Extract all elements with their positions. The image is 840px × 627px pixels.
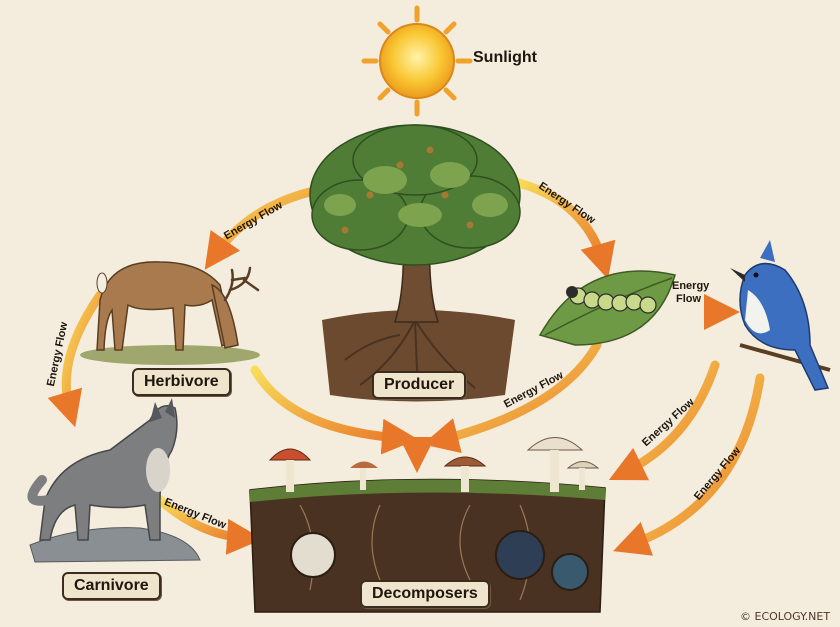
mushroom-icons: [268, 437, 600, 492]
decomposers-label: Decomposers: [360, 580, 490, 608]
energy-flow-label-caterpillar-bird-1: Energy: [672, 280, 710, 292]
arrow-bird-to-decomposers-1: [608, 360, 720, 481]
energy-flow-arrows: [47, 103, 765, 556]
tree-illustration: [309, 124, 521, 402]
caterpillar-illustration: [538, 270, 676, 346]
sun-icon: [361, 5, 473, 117]
wolf-illustration: [27, 398, 201, 563]
arrow-bird-to-decomposers-2: [613, 373, 765, 556]
arrow-herbivore-to-carnivore: [47, 290, 105, 428]
bird-illustration: [730, 240, 831, 391]
arrow-producer-to-herbivore: [204, 185, 323, 270]
arrow-caterpillar-to-decomposers: [422, 340, 602, 454]
energy-flow-label-caterpillar-bird-2: Flow: [676, 293, 702, 305]
arrow-producer-to-caterpillar: [510, 177, 616, 280]
copyright-credit: © ECOLOGY.NET: [740, 610, 831, 623]
carnivore-label: Carnivore: [62, 572, 161, 600]
arrow-herbivore-to-decomposers: [250, 365, 418, 455]
arrow-carnivore-to-decomposers: [155, 495, 263, 555]
sunlight-label: Sunlight: [473, 49, 537, 66]
soil-illustration: [249, 437, 606, 613]
producer-label: Producer: [372, 371, 467, 399]
herbivore-label: Herbivore: [132, 368, 231, 396]
deer-illustration: [80, 261, 260, 365]
